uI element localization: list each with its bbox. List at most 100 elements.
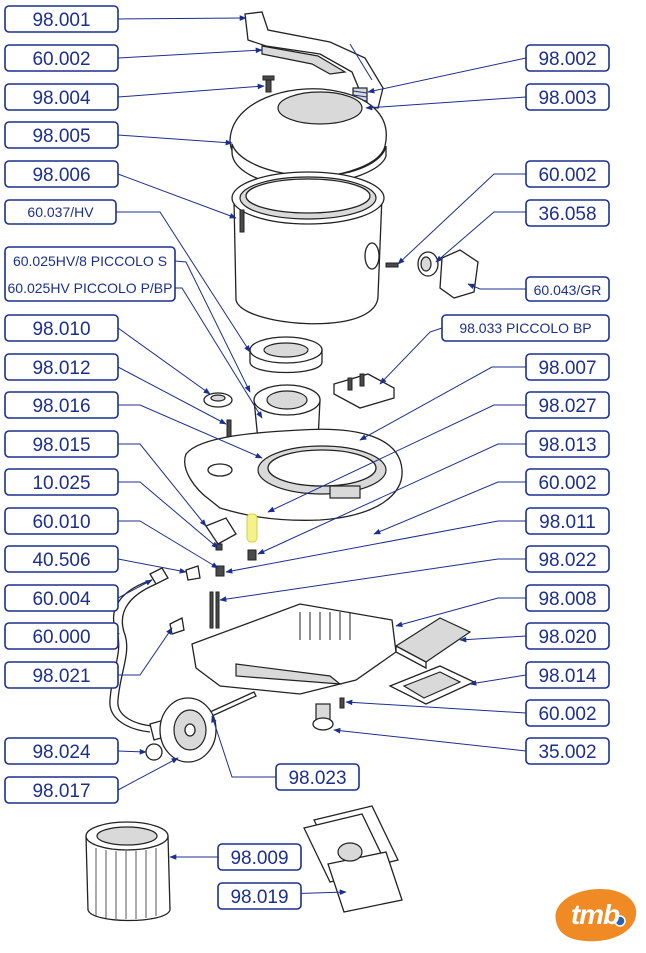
part-label: 98.003: [525, 83, 610, 111]
part-label-text: 60.000: [32, 627, 90, 648]
part-tank: [231, 171, 385, 325]
part-label-text: 98.003: [538, 88, 596, 109]
part-motor-base: [184, 428, 403, 521]
part-label-text: 98.021: [32, 666, 90, 687]
part-label-text: 60.004: [32, 589, 91, 610]
part-castor: [312, 703, 334, 731]
part-label: 98.007: [525, 353, 610, 381]
part-base-tray: [191, 603, 397, 695]
part-label: 98.024: [4, 737, 119, 765]
part-label-text: 98.022: [538, 550, 596, 571]
part-gasket: [249, 336, 323, 374]
part-label-text: 98.006: [32, 165, 90, 186]
part-circuit-board: [333, 373, 395, 409]
part-label-text: 98.001: [32, 10, 90, 31]
part-label: 10.025: [4, 468, 119, 496]
part-label-text: 98.011: [539, 512, 596, 533]
part-label: 60.002: [525, 468, 610, 496]
part-label: 98.033 PICCOLO BP: [441, 314, 610, 342]
part-label-text: 60.043/GR: [534, 282, 602, 298]
part-label-text: 60.002: [538, 165, 596, 186]
part-label: 98.011: [525, 507, 610, 535]
part-label: 60.000: [4, 622, 119, 650]
part-label-text: 98.013: [538, 435, 596, 456]
part-label: 60.004: [4, 584, 119, 612]
part-label: 60.043/GR: [525, 276, 610, 302]
part-label: 98.027: [525, 391, 610, 419]
part-label-text: 98.010: [32, 319, 90, 340]
part-lid: [229, 88, 387, 187]
part-label: 98.008: [525, 584, 610, 612]
part-cord-holder: [185, 513, 258, 581]
part-label: 98.020: [525, 622, 610, 650]
part-label-text: 98.009: [230, 848, 288, 869]
part-label-text: 10.025: [32, 473, 90, 494]
part-screw-switch: [385, 262, 399, 268]
part-label-text: 98.004: [32, 88, 91, 109]
part-label-text: 40.506: [32, 550, 90, 571]
part-filter-bags: [303, 805, 403, 913]
part-label-text: 60.002: [538, 704, 596, 725]
part-screw-top: [262, 75, 275, 93]
part-label-text: 98.017: [32, 781, 90, 802]
part-foot-disc: [203, 392, 233, 408]
part-label: 98.015: [4, 430, 119, 458]
part-label: 98.013: [525, 430, 610, 458]
part-label-text: 60.025HV/8 PICCOLO S: [13, 253, 167, 269]
part-label-text: 60.037/HV: [27, 204, 94, 220]
part-label-text: 98.002: [538, 49, 596, 70]
part-label: 60.037/HV: [4, 199, 117, 225]
part-label: 98.012: [4, 353, 119, 381]
leader-lines: [113, 15, 527, 897]
part-label: 98.006: [4, 160, 119, 188]
part-label: 36.058: [525, 199, 610, 227]
part-label-text: 60.025HV PICCOLO P/BP: [8, 280, 173, 296]
part-label: 40.506: [4, 545, 119, 573]
part-label-text: 98.014: [538, 666, 597, 687]
part-label: 60.002: [4, 44, 119, 72]
part-label: 35.002: [525, 737, 610, 765]
part-switch: [417, 249, 479, 299]
part-wheel: [159, 697, 217, 763]
part-label-text: 98.019: [230, 887, 288, 908]
part-screw-bottom: [339, 697, 345, 709]
part-label-text: 98.015: [32, 435, 90, 456]
part-label: 98.004: [4, 83, 119, 111]
part-label: 98.010: [4, 314, 119, 342]
logo-text: tmb: [570, 899, 620, 930]
part-label-text: 98.008: [538, 589, 596, 610]
part-label-text: 98.007: [538, 358, 596, 379]
part-label-text: 98.020: [538, 627, 596, 648]
part-label-text: 98.005: [32, 126, 90, 147]
part-label-text: 60.002: [538, 473, 596, 494]
part-label-text: 98.033 PICCOLO BP: [459, 320, 591, 336]
part-label: 60.002: [525, 699, 610, 727]
part-label: 60.025HV/8 PICCOLO S 60.025HV PICCOLO P/B…: [4, 246, 176, 302]
part-label: 98.017: [4, 776, 119, 804]
part-label: 98.005: [4, 121, 119, 149]
part-cartridge-filter: [85, 821, 171, 922]
part-label-text: 98.012: [32, 358, 90, 379]
part-label: 98.019: [217, 882, 302, 910]
highlighted-component: [246, 513, 258, 543]
part-label: 98.009: [217, 843, 302, 871]
brand-logo: tmb: [550, 885, 640, 945]
part-label: 98.014: [525, 661, 610, 689]
part-small-clip: [169, 617, 185, 635]
logo-blob-icon: [555, 889, 637, 942]
part-label: 98.023: [275, 763, 360, 791]
part-label-text: 35.002: [538, 742, 596, 763]
part-label-text: 98.016: [32, 396, 90, 417]
part-label-text: 98.027: [538, 396, 596, 417]
part-label: 98.002: [525, 44, 610, 72]
part-wheel-cap: [145, 743, 163, 761]
part-label-text: 36.058: [538, 204, 596, 225]
part-terminal-pins: [209, 591, 220, 629]
part-handle: [244, 11, 384, 109]
part-label: 98.016: [4, 391, 119, 419]
part-label-text: 60.010: [32, 512, 90, 533]
part-label: 98.001: [4, 5, 119, 33]
part-filter-pad: [394, 617, 472, 670]
part-filter-frame: [388, 665, 476, 705]
